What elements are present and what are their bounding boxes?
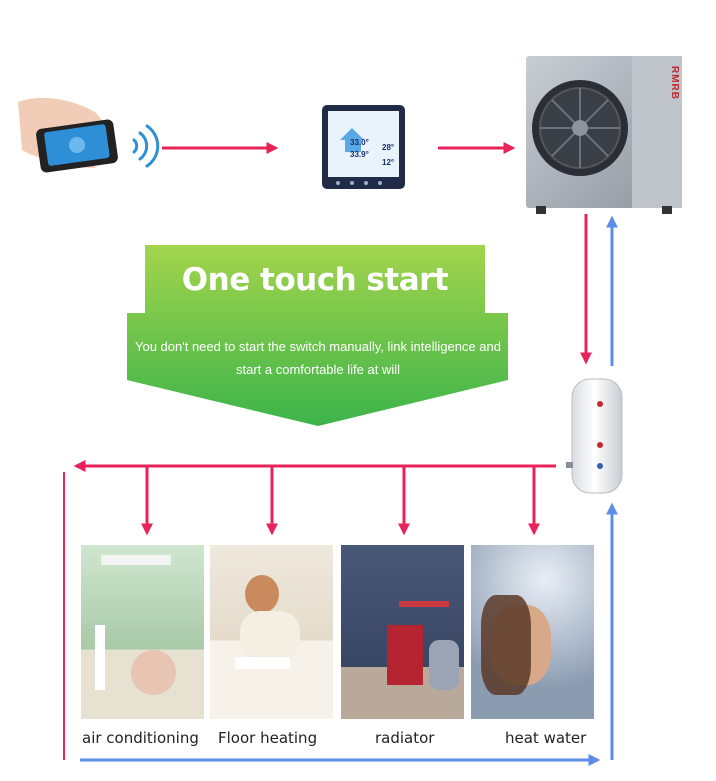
heat-water-photo	[471, 545, 594, 719]
label-floor-heating: Floor heating	[218, 729, 318, 747]
smartphone-icon	[18, 97, 118, 173]
controller-temp-4: 12°	[382, 158, 395, 167]
banner-subtitle-line-1: You don't need to start the switch manua…	[135, 339, 501, 354]
heat-pump-unit	[526, 56, 682, 214]
controller-temp-1: 33.0°	[350, 138, 369, 147]
radiator-photo	[341, 545, 464, 719]
brand-logo: RMRB	[669, 66, 680, 100]
banner-subtitle-line-2: start a comfortable life at will	[235, 362, 400, 377]
label-air-conditioning: air conditioning	[82, 729, 199, 747]
air-conditioning-photo	[81, 545, 204, 719]
label-radiator: radiator	[375, 729, 435, 747]
banner-background	[127, 245, 508, 426]
controller-temp-3: 28°	[382, 143, 395, 152]
label-heat-water: heat water	[505, 729, 587, 747]
water-tank	[566, 378, 623, 494]
wall-controller	[322, 105, 405, 189]
controller-temp-2: 33.9°	[350, 150, 369, 159]
banner-title: One touch start	[181, 262, 449, 298]
wifi-signal-icon	[132, 124, 160, 168]
floor-heating-photo	[210, 545, 333, 719]
banner-subtitle: You don't need to start the switch manua…	[128, 335, 508, 381]
